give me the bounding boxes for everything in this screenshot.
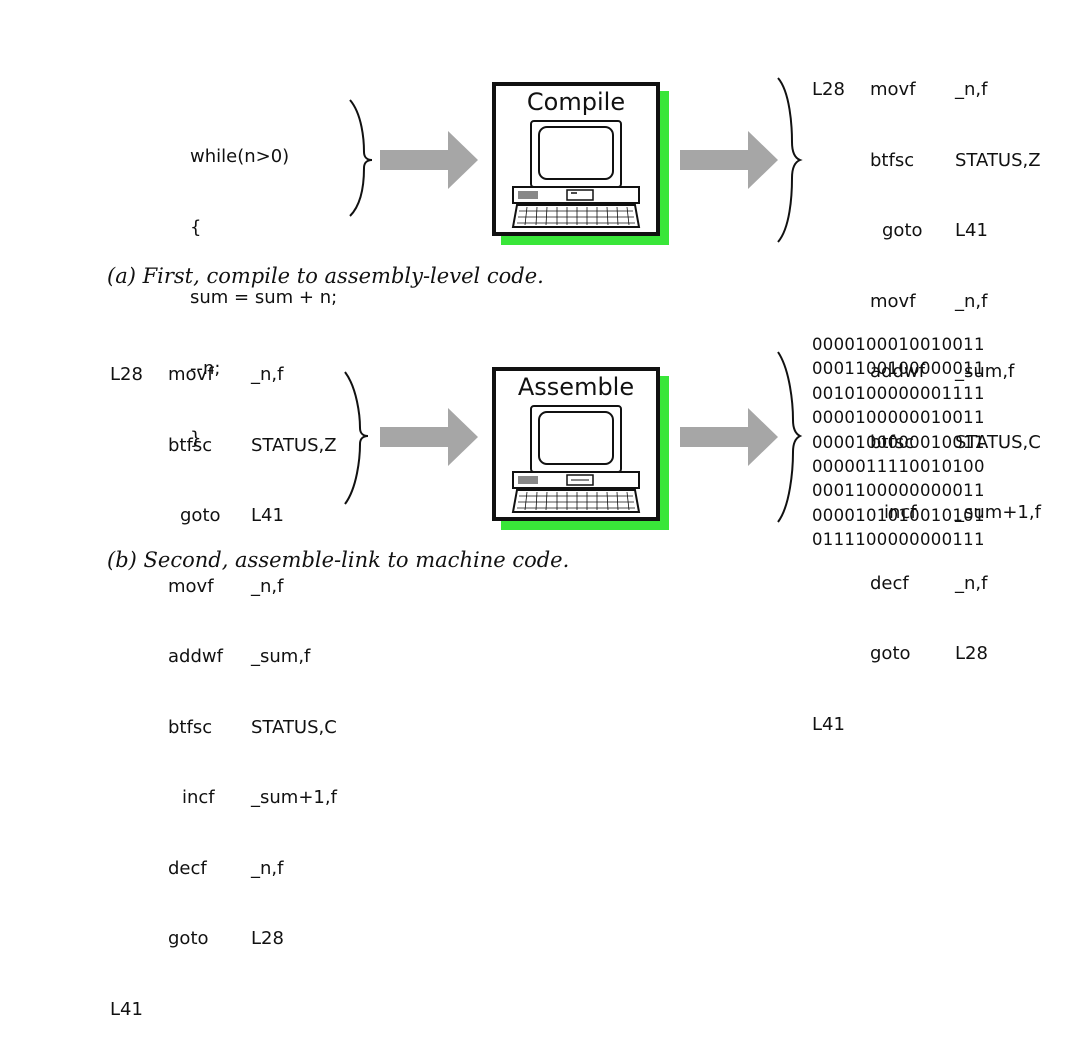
- compile-box: Compile: [492, 82, 660, 236]
- asm-line: incf_sum+1,f: [182, 787, 337, 808]
- asm-line: incf_sum+1,f: [884, 502, 1041, 523]
- source-line: sum = sum + n;: [190, 287, 338, 308]
- computer-icon: [511, 120, 641, 228]
- source-line: {: [190, 216, 202, 238]
- compile-title: Compile: [526, 88, 626, 116]
- asm-line: addwf_sum,f: [168, 646, 311, 667]
- source-line: while(n>0): [190, 146, 290, 167]
- source-line: }: [190, 428, 202, 449]
- machine-code-line: 0000100000010011: [812, 432, 985, 452]
- assemble-box: Assemble: [492, 367, 660, 521]
- machine-code-line: 0000100000010011: [812, 408, 985, 428]
- asm-line: addwf_sum,f: [870, 361, 1015, 382]
- asm-line: movf_n,f: [168, 575, 284, 597]
- machine-code-block: 0000100010010011 0001100100000011 001010…: [812, 333, 985, 553]
- asm-line: decf_n,f: [168, 857, 284, 879]
- brace-assembly-a: [777, 77, 803, 243]
- machine-code-line: 0000011110010100: [812, 456, 985, 476]
- asm-line: movf_n,f: [870, 290, 988, 312]
- brace-machine-code: [777, 351, 803, 523]
- caption-a: (a) First, compile to assembly-level cod…: [107, 264, 544, 288]
- asm-line: L41: [812, 713, 845, 735]
- machine-code-line: 0111100000000111: [812, 530, 985, 550]
- caption-b: (b) Second, assemble-link to machine cod…: [107, 548, 570, 572]
- computer-icon: [511, 405, 641, 513]
- arrow-from-compile: [680, 131, 778, 189]
- diagram-overlay: [344, 77, 803, 523]
- arrow-to-compile: [380, 131, 478, 189]
- arrow-from-assemble: [680, 408, 778, 466]
- machine-code-line: 0000101010010101: [812, 505, 985, 525]
- brace-source-code: [349, 99, 373, 217]
- asm-line: L41: [110, 998, 143, 1020]
- arrow-to-assemble: [380, 408, 478, 466]
- source-code-block: while(n>0) { sum = sum + n; --n; }: [190, 98, 337, 474]
- machine-code-line: 0010100000001111: [812, 383, 985, 403]
- machine-code-line: 0001100000000011: [812, 481, 985, 501]
- asm-line: decf_n,f: [870, 572, 988, 594]
- machine-code-line: 0000100010010011: [812, 335, 985, 354]
- brace-assembly-b: [344, 371, 369, 505]
- source-line: --n;: [190, 357, 221, 379]
- assemble-title: Assemble: [517, 373, 635, 401]
- machine-code-line: 0001100100000011: [812, 359, 985, 379]
